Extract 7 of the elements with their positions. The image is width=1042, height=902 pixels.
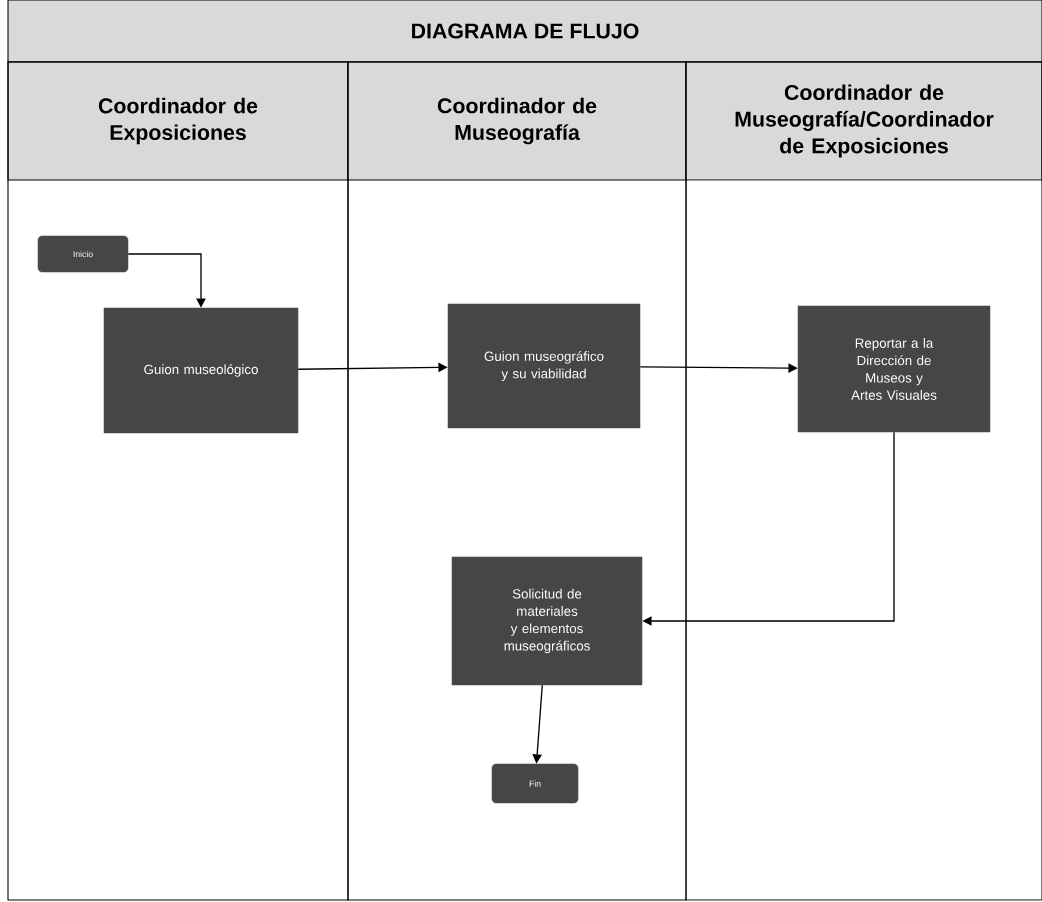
title-band: DIAGRAMA DE FLUJO <box>7 0 1042 63</box>
process-box: Guion museológico <box>103 307 299 434</box>
process-box: Reportar a la Dirección de Museos y Artes Visuales <box>797 305 991 433</box>
process-box: Guion museográfico y su viabilidad <box>447 303 641 429</box>
process-box: Solicitud de materiales y elementos museográficos <box>451 556 643 686</box>
terminal-box: Inicio <box>37 235 129 273</box>
terminal-box: Fin <box>491 763 579 804</box>
